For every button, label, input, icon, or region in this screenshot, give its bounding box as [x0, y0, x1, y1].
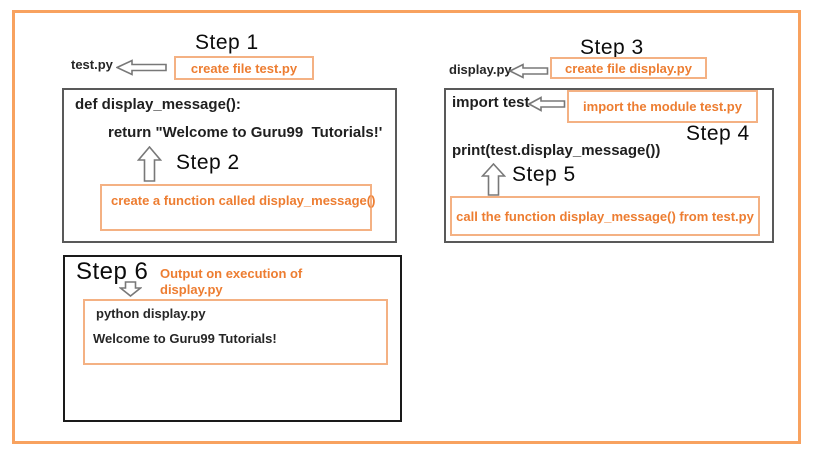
arrow-left-icon [528, 96, 566, 112]
step4-label: Step 4 [686, 122, 750, 145]
import-module-note: import the module test.py [567, 90, 758, 123]
step2-label: Step 2 [176, 151, 240, 174]
arrow-up-icon [137, 146, 162, 182]
create-function-note: create a function called display_message… [100, 184, 375, 231]
step5-label: Step 5 [512, 163, 576, 186]
create-displaypy-note: create file display.py [550, 57, 707, 79]
arrow-up-icon [481, 163, 506, 196]
output-caption-line2: display.py [160, 282, 223, 297]
output-result-box [83, 299, 388, 365]
step6-label: Step 6 [76, 258, 149, 285]
run-command-text: python display.py [96, 306, 206, 321]
arrow-left-icon [116, 59, 167, 76]
testpy-file-label: test.py [71, 57, 113, 72]
step1-label: Step 1 [195, 31, 259, 54]
testpy-code-line2: return "Welcome to Guru99 Tutorials!' [108, 124, 383, 141]
program-output-text: Welcome to Guru99 Tutorials! [93, 331, 277, 346]
testpy-code-line1: def display_message(): [75, 96, 241, 113]
step3-label: Step 3 [580, 36, 644, 59]
displaypy-code-line1: import test [452, 94, 530, 111]
arrow-left-icon [509, 63, 549, 79]
create-testpy-note: create file test.py [174, 56, 314, 80]
displaypy-code-line2: print(test.display_message()) [452, 142, 661, 159]
call-function-note: call the function display_message() from… [450, 196, 760, 236]
arrow-down-icon [119, 281, 142, 297]
output-caption-line1: Output on execution of [160, 266, 303, 281]
displaypy-file-label: display.py [449, 62, 512, 77]
outer-frame [12, 10, 801, 444]
